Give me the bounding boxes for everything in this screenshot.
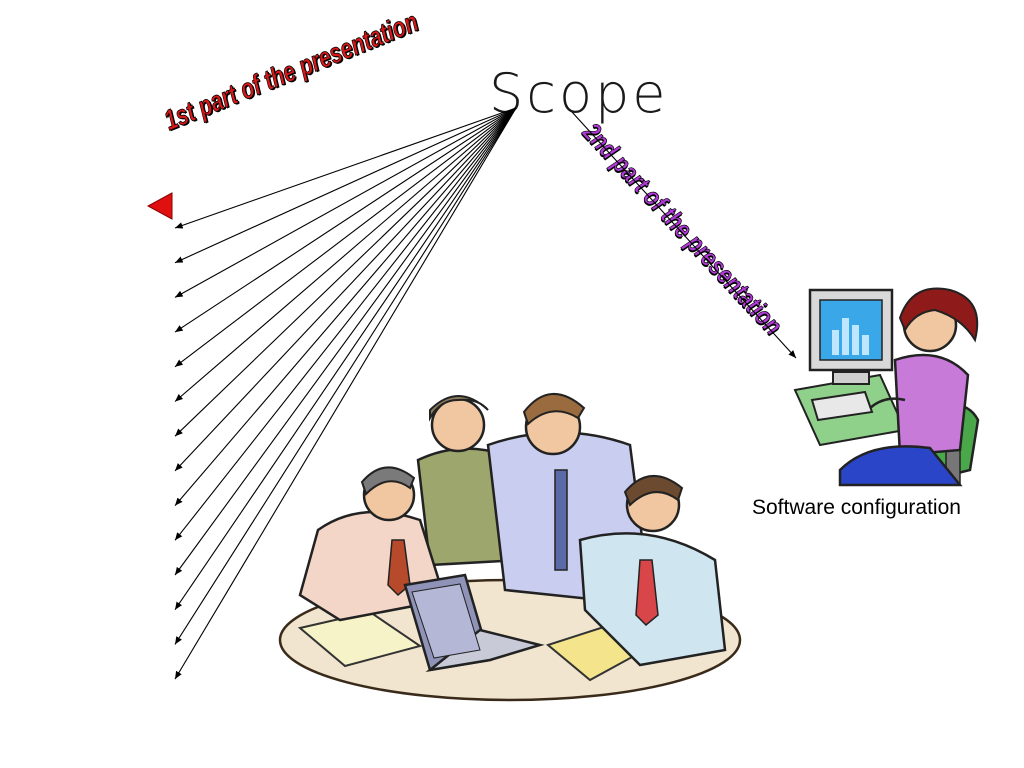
left-arrow (174, 107, 517, 298)
left-arrow (174, 107, 517, 229)
red-pointer-icon (146, 192, 173, 220)
left-arrow (174, 107, 517, 611)
left-arrow (174, 107, 517, 472)
left-arrow (174, 107, 517, 680)
left-arrow (174, 107, 517, 264)
team-meeting-clipart-icon (278, 392, 742, 702)
left-arrow (174, 107, 517, 368)
left-arrow (174, 107, 517, 333)
left-arrow (174, 107, 517, 506)
left-arrow (174, 107, 517, 576)
software-configuration-caption: Software configuration (752, 496, 961, 519)
right-arrow (571, 111, 797, 359)
left-arrow (174, 107, 517, 541)
slide-title: Scope (489, 62, 669, 125)
computer-user-clipart-icon (793, 287, 980, 487)
left-arrow (174, 107, 517, 437)
left-arrow (174, 107, 517, 645)
left-arrow-fan (174, 107, 517, 680)
left-arrow (174, 107, 517, 402)
